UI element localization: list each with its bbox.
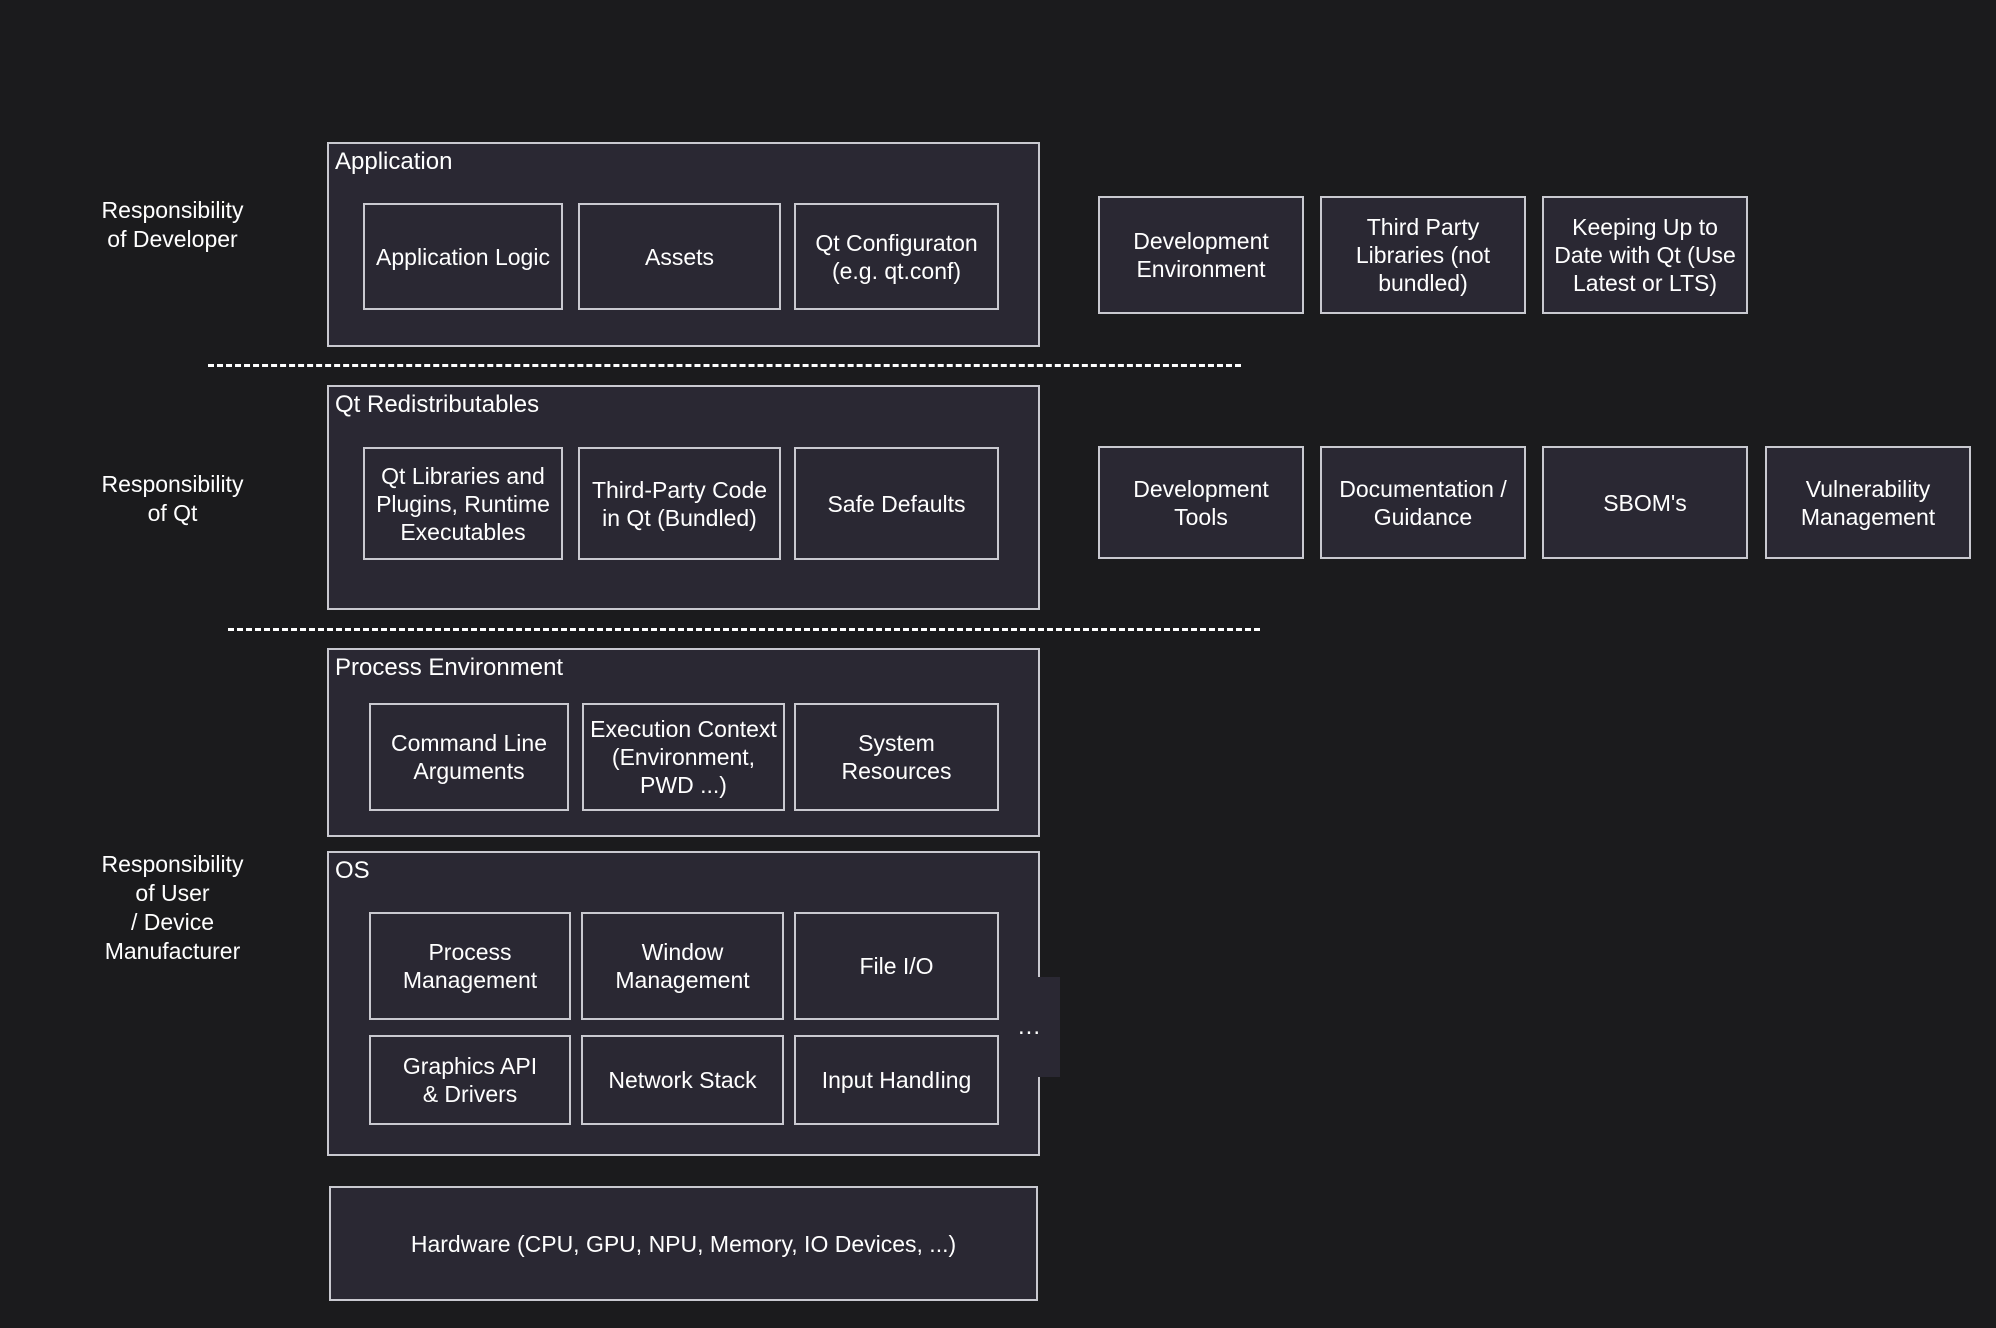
box-safe-defaults[interactable]: Safe Defaults bbox=[794, 447, 999, 560]
divider-qt-user bbox=[228, 628, 1260, 631]
box-third-party-libraries[interactable]: Third Party Libraries (not bundled) bbox=[1320, 196, 1526, 314]
box-assets[interactable]: Assets bbox=[578, 203, 781, 310]
box-qt-configuration[interactable]: Qt Configuraton (e.g. qt.conf) bbox=[794, 203, 999, 310]
group-process-environment-title: Process Environment bbox=[335, 654, 564, 681]
box-os-ellipsis[interactable]: ... bbox=[999, 977, 1060, 1077]
box-keeping-up-to-date[interactable]: Keeping Up to Date with Qt (Use Latest o… bbox=[1542, 196, 1748, 314]
side-label-user: Responsibility of User / Device Manufact… bbox=[101, 851, 244, 964]
box-development-tools[interactable]: Development Tools bbox=[1098, 446, 1304, 559]
box-application-logic[interactable]: Application Logic bbox=[363, 203, 563, 310]
side-label-qt: Responsibility of Qt bbox=[101, 471, 244, 526]
box-qt-libraries-plugins[interactable]: Qt Libraries and Plugins, Runtime Execut… bbox=[363, 447, 563, 560]
box-development-environment[interactable]: Development Environment bbox=[1098, 196, 1304, 314]
box-process-management[interactable]: Process Management bbox=[369, 912, 571, 1020]
box-window-management[interactable]: Window Management bbox=[581, 912, 784, 1020]
group-qt-redistributables-title: Qt Redistributables bbox=[335, 391, 540, 418]
box-sboms[interactable]: SBOM's bbox=[1542, 446, 1748, 559]
box-third-party-code-in-qt[interactable]: Third-Party Code in Qt (Bundled) bbox=[578, 447, 781, 560]
divider-developer-qt bbox=[208, 364, 1241, 367]
group-application-title: Application bbox=[335, 148, 453, 175]
box-command-line-arguments[interactable]: Command Line Arguments bbox=[369, 703, 569, 811]
group-os-title: OS bbox=[335, 857, 370, 884]
box-vulnerability-management[interactable]: Vulnerability Management bbox=[1765, 446, 1971, 559]
box-system-resources[interactable]: System Resources bbox=[794, 703, 999, 811]
box-file-io[interactable]: File I/O bbox=[794, 912, 999, 1020]
box-graphics-api-drivers[interactable]: Graphics API & Drivers bbox=[369, 1035, 571, 1125]
box-hardware[interactable]: Hardware (CPU, GPU, NPU, Memory, IO Devi… bbox=[329, 1186, 1038, 1301]
box-documentation-guidance[interactable]: Documentation / Guidance bbox=[1320, 446, 1526, 559]
side-label-developer: Responsibility of Developer bbox=[101, 197, 244, 252]
box-execution-context[interactable]: Execution Context (Environment, PWD ...) bbox=[582, 703, 785, 811]
box-input-handling[interactable]: Input HandIing bbox=[794, 1035, 999, 1125]
box-network-stack[interactable]: Network Stack bbox=[581, 1035, 784, 1125]
